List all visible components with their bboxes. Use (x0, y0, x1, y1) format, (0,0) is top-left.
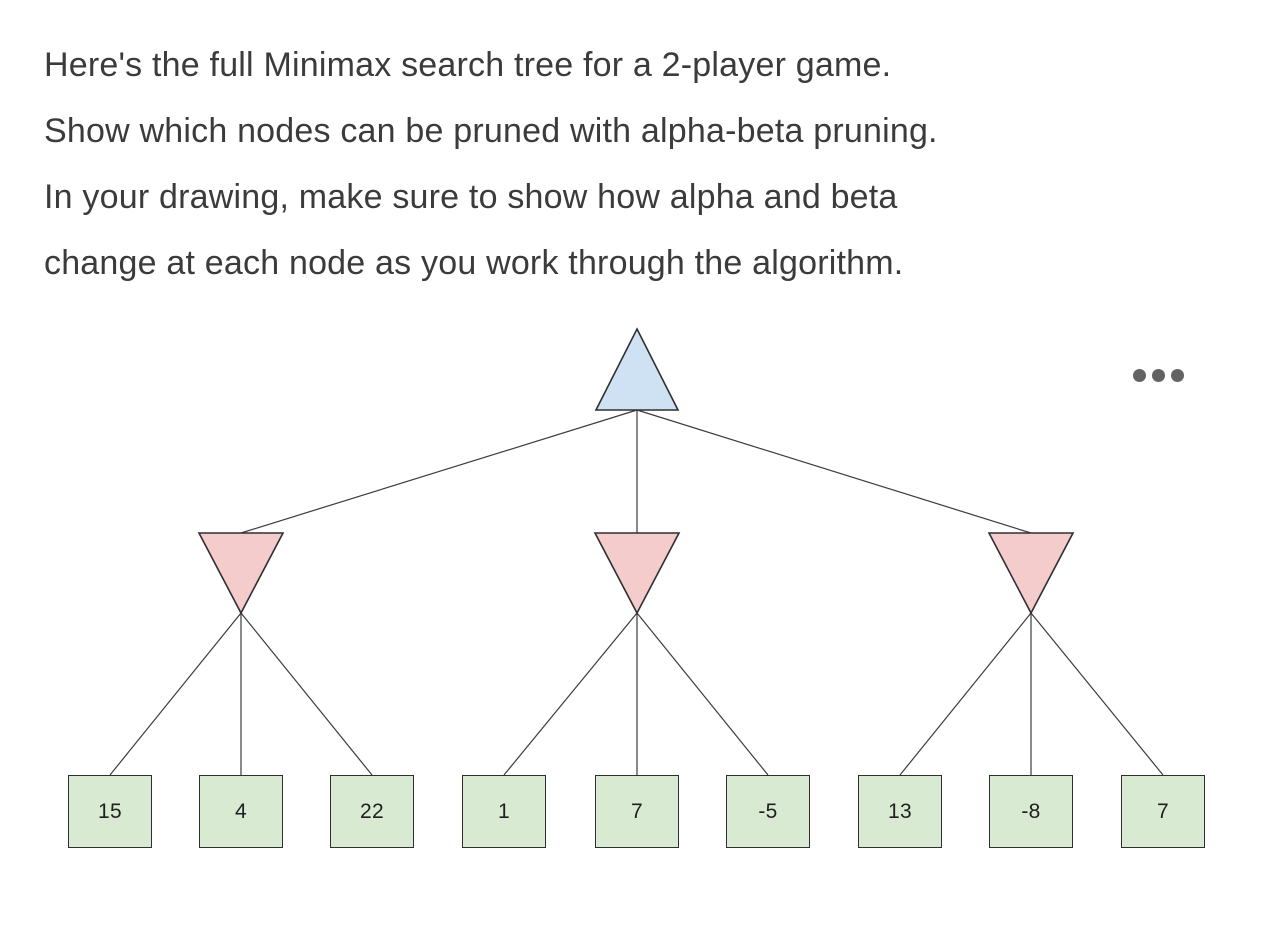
leaf-value: 4 (235, 799, 247, 823)
leaf-node-3: 22 (330, 775, 414, 848)
ellipsis-dot (1133, 369, 1146, 382)
leaf-value: 15 (98, 799, 122, 823)
max-node-triangle (594, 327, 680, 411)
leaf-node-5: 7 (595, 775, 679, 848)
tree-edges-root (240, 409, 1032, 534)
leaf-node-8: -8 (989, 775, 1073, 848)
leaf-node-1: 15 (68, 775, 152, 848)
leaf-node-9: 7 (1121, 775, 1205, 848)
question-line-2: Show which nodes can be pruned with alph… (44, 112, 938, 150)
leaf-node-6: -5 (726, 775, 810, 848)
leaf-node-7: 13 (858, 775, 942, 848)
min-node-triangle-right (987, 532, 1075, 615)
ellipsis-dot (1152, 369, 1165, 382)
min-node-triangle-middle (593, 532, 681, 615)
leaf-value: 22 (360, 799, 384, 823)
question-line-4: change at each node as you work through … (44, 244, 904, 282)
more-options-button[interactable] (1133, 369, 1184, 382)
question-line-1: Here's the full Minimax search tree for … (44, 46, 892, 84)
min-node-triangle-left (197, 532, 285, 615)
ellipsis-dot (1171, 369, 1184, 382)
leaf-value: 7 (631, 799, 643, 823)
tree-edges-leaves (109, 612, 1164, 776)
leaf-value: 13 (888, 799, 912, 823)
leaf-node-2: 4 (199, 775, 283, 848)
leaf-value: -5 (758, 799, 778, 823)
question-line-3: In your drawing, make sure to show how a… (44, 178, 898, 216)
question-text: Here's the full Minimax search tree for … (44, 32, 938, 296)
leaf-value: 1 (498, 799, 510, 823)
leaf-value: -8 (1021, 799, 1041, 823)
leaf-value: 7 (1157, 799, 1169, 823)
leaf-node-4: 1 (462, 775, 546, 848)
